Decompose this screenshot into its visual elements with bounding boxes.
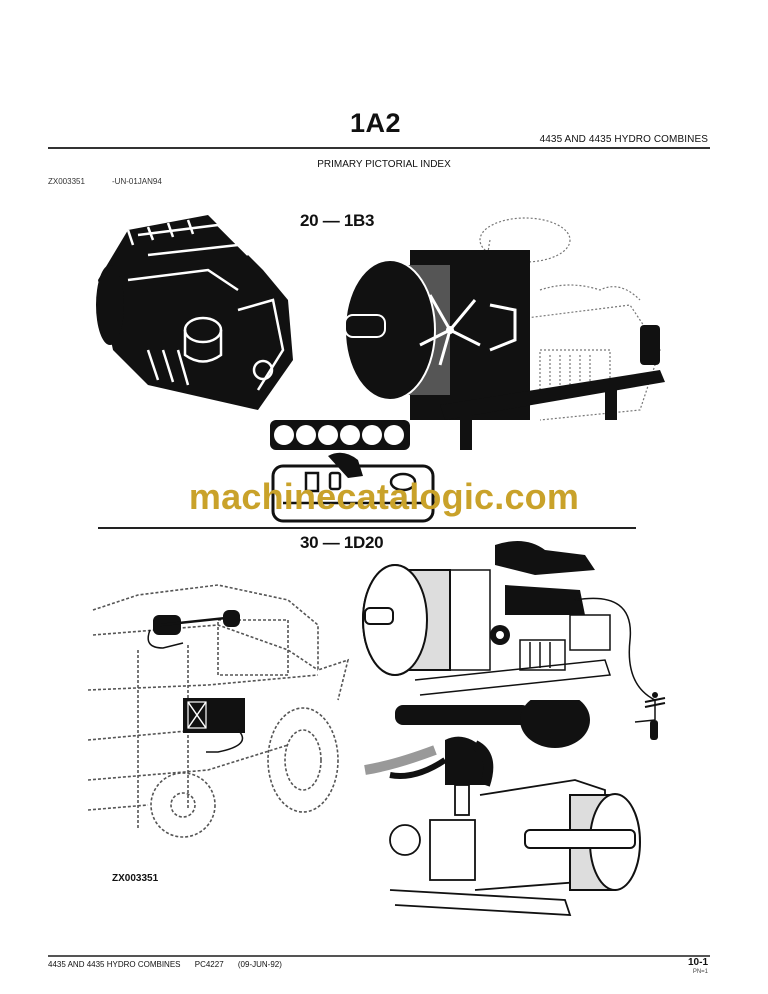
page-code: 1A2 [350,108,402,138]
callout-30-1d20[interactable]: 30 — 1D20 [300,533,384,552]
footer-title: 4435 AND 4435 HYDRO COMBINES [48,960,181,969]
figure-date-code: -UN-01JAN94 [112,177,162,186]
combine-outline-illustration [88,584,350,838]
watermark: machinecatalogic.com [188,476,580,517]
engine-accessories-lower-illustration [364,700,641,916]
section-divider [98,527,636,529]
engine-accessories-upper-illustration [362,541,656,700]
header-divider [48,147,710,149]
sensor-switch-illustration [634,692,666,740]
engine-air-filter-illustration [344,217,665,450]
gasket-set-illustration [270,420,435,523]
page-number: 10-1 [687,957,708,968]
footer-text: 4435 AND 4435 HYDRO COMBINES PC4227 (09-… [48,960,294,969]
figure-id: ZX003351 [48,177,85,186]
section-title: PRIMARY PICTORIAL INDEX [317,159,451,170]
footer-catalog: PC4227 [194,960,224,969]
page-sub-number: PN=1 [692,969,708,975]
footer-date: (09-JUN-92) [237,960,282,969]
callout-20-1b3[interactable]: 20 — 1B3 [300,211,375,230]
figure-label: ZX003351 [112,873,159,884]
footer-divider [48,955,710,957]
header-title: 4435 AND 4435 HYDRO COMBINES [539,134,708,145]
short-block-engine-illustration [96,215,293,410]
